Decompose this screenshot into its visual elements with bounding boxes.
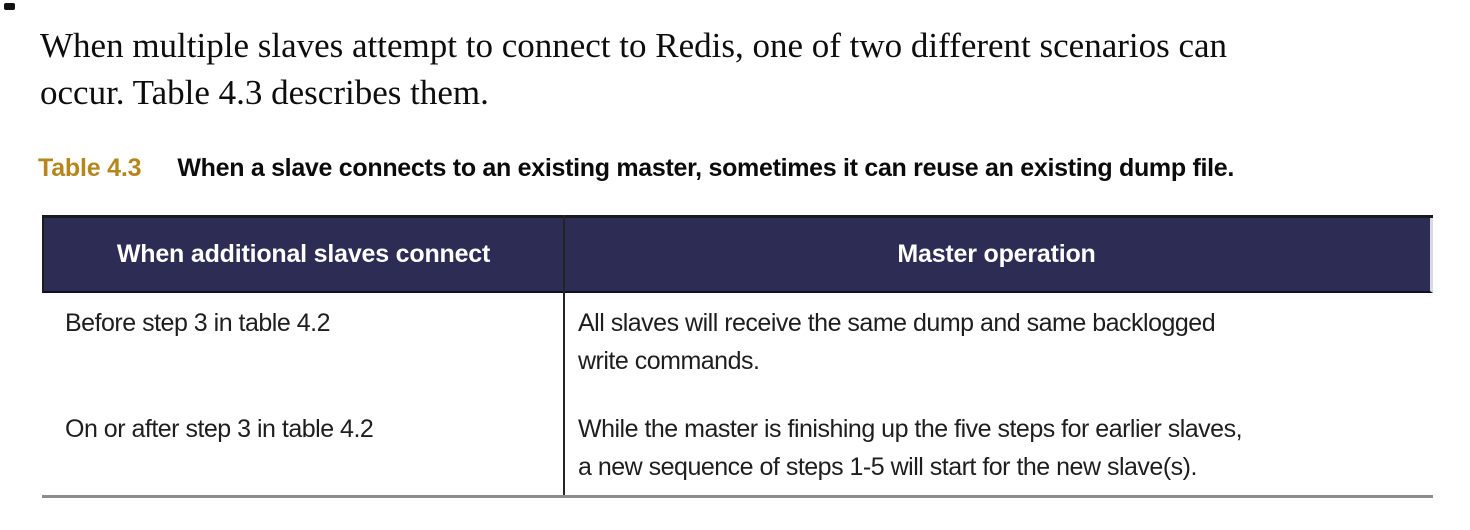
paragraph-line-1: When multiple slaves attempt to connect …: [40, 26, 1228, 65]
cell-when-before-step-3: Before step 3 in table 4.2: [65, 309, 330, 337]
table-caption: Table 4.3 When a slave connects to an ex…: [38, 154, 1234, 183]
cell-operation-line-1: All slaves will receive the same dump an…: [578, 309, 1216, 337]
table-row-on-or-after-step-3: On or after step 3 in table 4.2 While th…: [42, 403, 1433, 495]
table-top-border: [42, 215, 1433, 218]
cell-operation-on-or-after-step-3: While the master is finishing up the fiv…: [563, 403, 1433, 495]
cell-operation-line-1: While the master is finishing up the fiv…: [578, 415, 1243, 443]
column-header-master-operation: Master operation: [897, 240, 1096, 268]
cell-operation-line-2: a new sequence of steps 1-5 will start f…: [578, 453, 1197, 481]
table-bottom-border: [42, 495, 1433, 498]
column-header-when-additional-slaves-connect: When additional slaves connect: [116, 240, 491, 268]
table-caption-text: When a slave connects to an existing mas…: [177, 154, 1235, 182]
table-4-3: When additional slaves connect Master op…: [42, 215, 1433, 498]
table-row-before-step-3: Before step 3 in table 4.2 All slaves wi…: [42, 293, 1433, 403]
cell-when-on-or-after-step-3: On or after step 3 in table 4.2: [65, 415, 374, 443]
cell-operation-before-step-3: All slaves will receive the same dump an…: [563, 293, 1433, 403]
paragraph: When multiple slaves attempt to connect …: [40, 22, 1227, 116]
table-caption-label: Table 4.3: [38, 154, 142, 182]
scan-artifact-mark: [4, 3, 15, 10]
table-header-row: When additional slaves connect Master op…: [42, 218, 1433, 293]
table-body: Before step 3 in table 4.2 All slaves wi…: [42, 293, 1433, 495]
column-divider-line: [563, 215, 565, 495]
cell-operation-line-2: write commands.: [578, 347, 760, 375]
paragraph-line-2: occur. Table 4.3 describes them.: [40, 73, 489, 112]
